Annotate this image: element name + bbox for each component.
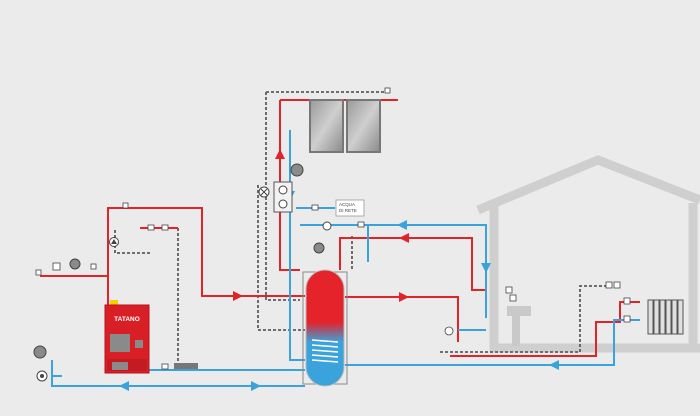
cold-water-inlet: ACQUA DI RETE	[335, 199, 365, 217]
house-icon	[476, 155, 700, 353]
valve-icon	[35, 87, 631, 370]
heat-exchanger	[174, 363, 198, 369]
solar-panel-icon	[309, 99, 381, 153]
boiler-icon: TATANO	[104, 300, 150, 374]
solar-pump-station	[258, 181, 293, 213]
boiler-label: TATANO	[114, 316, 140, 323]
expansion-vessel-icon	[33, 163, 325, 359]
cold-water-label-line2: DI RETE	[339, 208, 357, 213]
storage-tank-icon	[302, 269, 348, 387]
pump-icon	[36, 221, 332, 382]
cold-water-label-line1: ACQUA	[339, 202, 355, 207]
radiator-icon	[647, 299, 684, 335]
